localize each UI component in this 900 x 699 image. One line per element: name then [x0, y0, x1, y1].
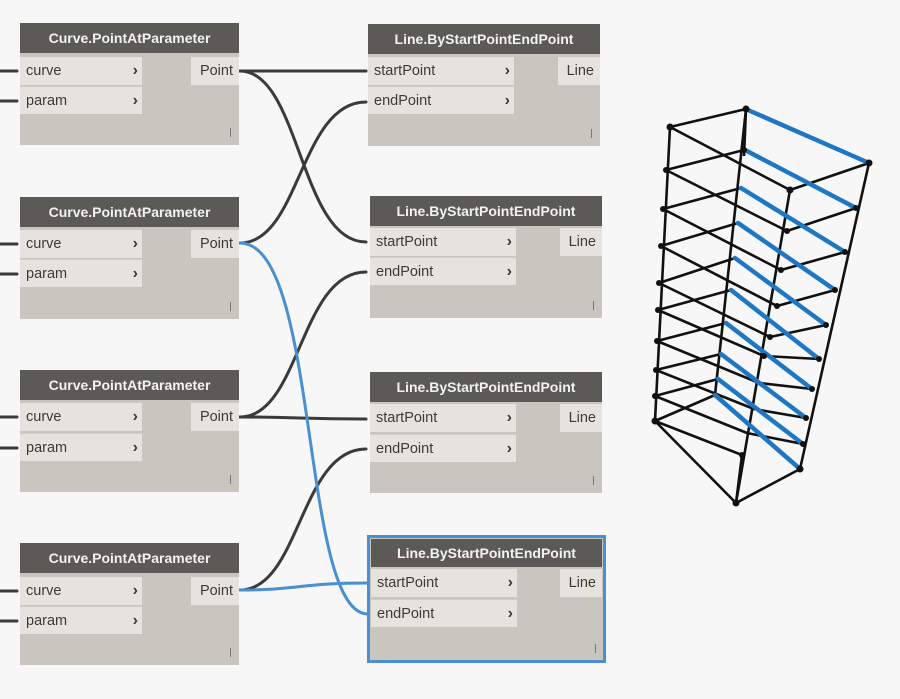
point-node[interactable]: Curve.PointAtParameter curve › param › Poi…	[20, 370, 239, 492]
resize-handle	[230, 475, 231, 484]
chevron-right-icon: ›	[506, 233, 512, 250]
input-port-curve[interactable]: curve ›	[20, 57, 142, 85]
input-port-endpoint[interactable]: endPoint ›	[371, 599, 517, 627]
node-title: Line.ByStartPointEndPoint	[370, 196, 602, 226]
resize-handle	[230, 128, 231, 137]
port-label: curve	[26, 409, 62, 425]
resize-handle	[591, 129, 592, 138]
output-port-point[interactable]: Point	[191, 403, 239, 431]
resize-handle	[595, 644, 596, 653]
node-title: Curve.PointAtParameter	[20, 197, 239, 227]
chevron-right-icon: ›	[506, 263, 512, 280]
input-port-startpoint[interactable]: startPoint ›	[371, 569, 517, 597]
wire	[238, 69, 368, 244]
wire	[238, 270, 368, 419]
input-port-param[interactable]: param ›	[20, 86, 142, 114]
input-port-endpoint[interactable]: endPoint ›	[368, 86, 514, 114]
chevron-right-icon: ›	[507, 574, 513, 591]
node-title: Line.ByStartPointEndPoint	[370, 372, 602, 402]
chevron-right-icon: ›	[504, 92, 510, 109]
node-title: Curve.PointAtParameter	[20, 543, 239, 573]
chevron-right-icon: ›	[132, 612, 138, 629]
wire	[238, 100, 368, 245]
point-node[interactable]: Curve.PointAtParameter curve › param › Poi…	[20, 23, 239, 145]
line-node[interactable]: Line.ByStartPointEndPoint startPoint › en…	[370, 196, 602, 318]
output-port-line[interactable]: Line	[560, 569, 602, 597]
node-title: Curve.PointAtParameter	[20, 370, 239, 400]
port-label: curve	[26, 63, 62, 79]
node-title: Curve.PointAtParameter	[20, 23, 239, 53]
chevron-right-icon: ›	[132, 439, 138, 456]
input-port-endpoint[interactable]: endPoint ›	[370, 257, 516, 285]
port-label: endPoint	[376, 264, 434, 280]
input-port-param[interactable]: param ›	[20, 259, 142, 287]
input-port-startpoint[interactable]: startPoint ›	[370, 228, 516, 256]
port-label: curve	[26, 583, 62, 599]
input-port-curve[interactable]: curve ›	[20, 577, 142, 605]
point-node[interactable]: Curve.PointAtParameter curve › param › Poi…	[20, 543, 239, 665]
wire-selected	[238, 241, 370, 616]
wireframe-tower-geometry	[651, 105, 873, 507]
port-label: curve	[26, 236, 62, 252]
resize-handle	[230, 648, 231, 657]
chevron-right-icon: ›	[132, 265, 138, 282]
port-label: param	[26, 613, 68, 629]
output-port-line[interactable]: Line	[560, 228, 602, 256]
output-port-line[interactable]: Line	[558, 57, 600, 85]
chevron-right-icon: ›	[504, 62, 510, 79]
input-port-startpoint[interactable]: startPoint ›	[368, 57, 514, 85]
highlighted-lines	[712, 107, 872, 472]
point-node[interactable]: Curve.PointAtParameter curve › param › Poi…	[20, 197, 239, 319]
port-label: param	[26, 266, 68, 282]
port-label: param	[26, 440, 68, 456]
port-label: endPoint	[376, 441, 434, 457]
chevron-right-icon: ›	[506, 440, 512, 457]
port-label: endPoint	[374, 93, 432, 109]
output-port-point[interactable]: Point	[191, 577, 239, 605]
port-label: startPoint	[377, 575, 439, 591]
line-node-selected[interactable]: Line.ByStartPointEndPoint startPoint › en…	[367, 535, 606, 663]
port-label: startPoint	[374, 63, 436, 79]
chevron-right-icon: ›	[132, 62, 138, 79]
port-label: param	[26, 93, 68, 109]
resize-handle	[593, 301, 594, 310]
chevron-right-icon: ›	[132, 235, 138, 252]
wire	[238, 415, 368, 421]
input-port-param[interactable]: param ›	[20, 433, 142, 461]
port-label: startPoint	[376, 234, 438, 250]
input-port-curve[interactable]: curve ›	[20, 230, 142, 258]
output-port-point[interactable]: Point	[191, 57, 239, 85]
output-port-line[interactable]: Line	[560, 404, 602, 432]
node-title: Line.ByStartPointEndPoint	[368, 24, 600, 54]
resize-handle	[593, 476, 594, 485]
line-node[interactable]: Line.ByStartPointEndPoint startPoint › en…	[370, 372, 602, 493]
input-port-startpoint[interactable]: startPoint ›	[370, 404, 516, 432]
chevron-right-icon: ›	[507, 605, 513, 622]
resize-handle	[230, 302, 231, 311]
output-port-point[interactable]: Point	[191, 230, 239, 258]
chevron-right-icon: ›	[132, 92, 138, 109]
wire-selected	[238, 581, 370, 592]
chevron-right-icon: ›	[506, 409, 512, 426]
port-label: endPoint	[377, 606, 435, 622]
chevron-right-icon: ›	[132, 582, 138, 599]
input-port-endpoint[interactable]: endPoint ›	[370, 434, 516, 462]
input-port-param[interactable]: param ›	[20, 606, 142, 634]
chevron-right-icon: ›	[132, 408, 138, 425]
node-title: Line.ByStartPointEndPoint	[371, 539, 602, 567]
input-port-curve[interactable]: curve ›	[20, 403, 142, 431]
wire	[238, 447, 368, 592]
port-label: startPoint	[376, 410, 438, 426]
line-node[interactable]: Line.ByStartPointEndPoint startPoint › en…	[368, 24, 600, 146]
